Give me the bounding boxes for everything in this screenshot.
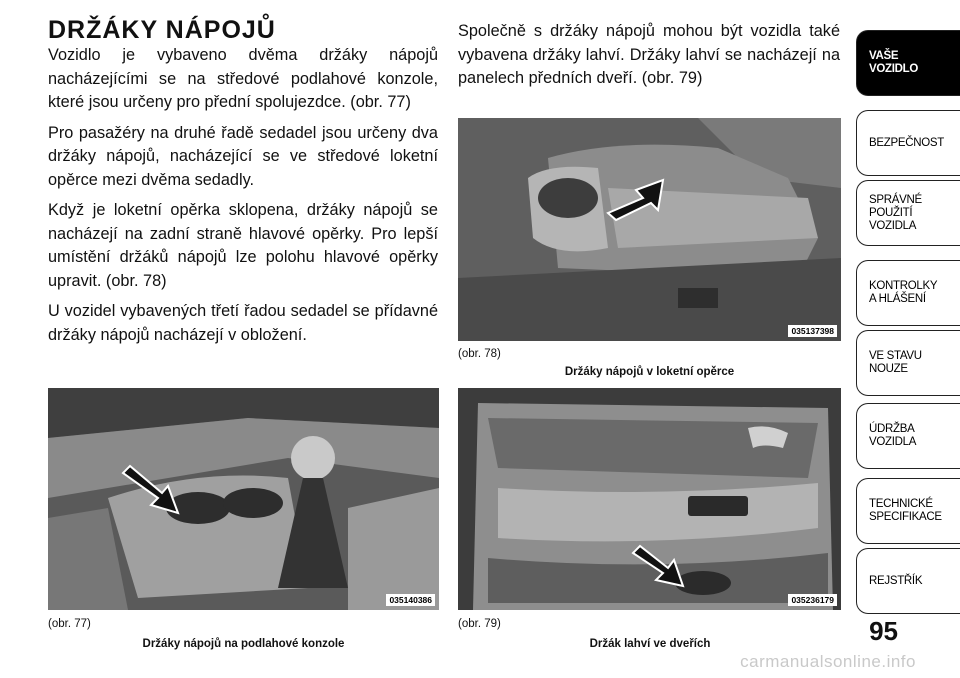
left-text-column: Vozidlo je vybaveno dvěma držáky nápojů …	[48, 44, 438, 354]
tab-label: NOUZE	[869, 363, 908, 375]
figure-caption: Držák lahví ve dveřích	[589, 638, 711, 650]
tab-label: VOZIDLA	[869, 436, 917, 448]
tab-label: VE STAVU	[869, 350, 922, 362]
figure-code: 035140386	[386, 594, 435, 606]
figure-78-photo: 035137398	[458, 118, 841, 341]
tab-label: TECHNICKÉ	[869, 498, 933, 510]
tab-safety[interactable]: BEZPEČNOST	[856, 110, 960, 176]
console-illustration	[48, 388, 439, 610]
tab-label: SPECIFIKACE	[869, 511, 942, 523]
figure-number: (obr. 77)	[48, 618, 91, 630]
figure-77-photo: 035140386	[48, 388, 439, 610]
watermark: carmanualsonline.info	[740, 652, 916, 671]
paragraph: Pro pasažéry na druhé řadě sedadel jsou …	[48, 123, 438, 189]
right-text-column: Společně s držáky nápojů mohou být vozid…	[458, 20, 840, 98]
tab-index[interactable]: REJSTŘÍK	[856, 548, 960, 614]
tab-label: VAŠE	[869, 50, 899, 62]
figure-79-photo: 035236179	[458, 388, 841, 610]
tab-label: VOZIDLO	[869, 63, 919, 75]
paragraph: Společně s držáky nápojů mohou být vozid…	[458, 22, 840, 87]
tab-label: REJSTŘÍK	[869, 574, 923, 587]
figure-code: 035137398	[788, 325, 837, 337]
figure-caption: Držáky nápojů v loketní opěrce	[564, 366, 735, 378]
tab-label: ÚDRŽBA	[869, 423, 915, 435]
page-number: 95	[869, 616, 898, 646]
figure-number: (obr. 78)	[458, 348, 501, 360]
tab-label: A HLÁŠENÍ	[869, 293, 926, 305]
figure-caption: Držáky nápojů na podlahové konzole	[142, 638, 345, 650]
armrest-illustration	[458, 118, 841, 341]
tab-label: VOZIDLA	[869, 219, 917, 232]
tab-label: POUŽITÍ	[869, 206, 913, 219]
door-panel-illustration	[458, 388, 841, 610]
paragraph: Když je loketní opěrka sklopena, držáky …	[48, 201, 438, 290]
tab-label: KONTROLKY	[869, 280, 938, 292]
tab-label: SPRÁVNÉ	[869, 193, 922, 206]
tab-label: BEZPEČNOST	[869, 136, 944, 149]
paragraph: U vozidel vybavených třetí řadou sedadel…	[48, 302, 438, 344]
figure-code: 035236179	[788, 594, 837, 606]
figure-number: (obr. 79)	[458, 618, 501, 630]
paragraph: Vozidlo je vybaveno dvěma držáky nápojů …	[48, 46, 438, 111]
section-heading: DRŽÁKY NÁPOJŮ	[48, 16, 276, 44]
